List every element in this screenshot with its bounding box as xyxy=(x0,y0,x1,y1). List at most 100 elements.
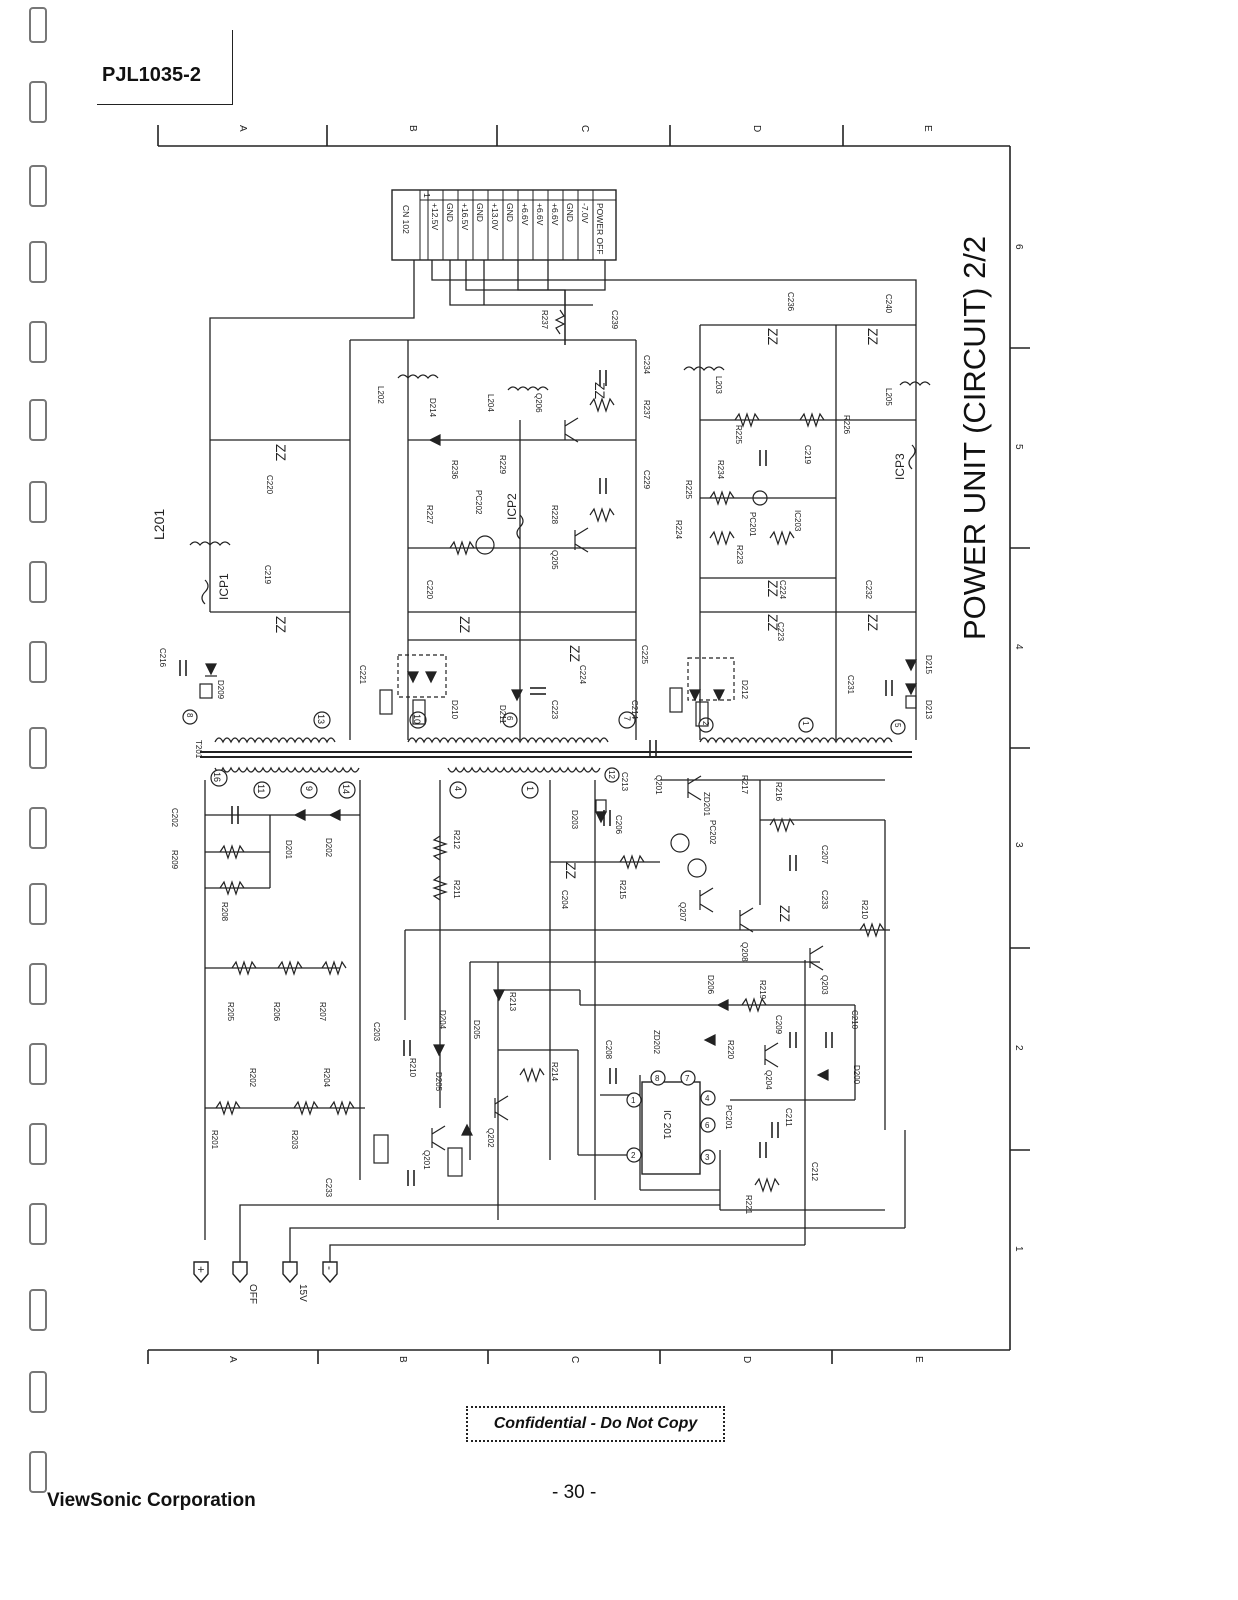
ic201: IC 201 1 2 3 6 4 7 8 xyxy=(626,1070,716,1175)
component-label: PC201 xyxy=(724,1105,733,1130)
svg-text:ZZ: ZZ xyxy=(567,645,583,663)
diagram-title: POWER UNIT (CIRCUIT) 2/2 xyxy=(957,236,992,640)
component-label: Q204 xyxy=(764,1070,773,1090)
component-label: ZD201 xyxy=(702,792,711,817)
component-label: Q205 xyxy=(550,550,559,570)
component-label: D202 xyxy=(324,838,333,858)
svg-text:ZZ: ZZ xyxy=(457,616,473,634)
component-label: C233 xyxy=(324,1178,333,1198)
component-label: C211 xyxy=(784,1108,793,1127)
component-label: C233 xyxy=(820,890,829,910)
component-label: L202 xyxy=(376,386,385,404)
pin-signal: GND xyxy=(445,203,455,222)
pin-signal: GND xyxy=(475,203,485,222)
svg-text:ZZ: ZZ xyxy=(273,616,289,634)
component-label: D211 xyxy=(498,705,507,724)
component-label: R224 xyxy=(674,520,683,540)
pin-signal: -7.0V xyxy=(580,203,590,224)
component-label: R207 xyxy=(318,1002,327,1022)
component-label: C213 xyxy=(620,772,629,792)
component-label: R221 xyxy=(744,1195,753,1215)
component-label: ICP2 xyxy=(505,493,519,520)
electrolytic-capacitor-symbols: ZZ ZZ ZZ ZZ ZZ ZZ ZZ ZZ ZZ ZZ ZZ ZZ xyxy=(273,328,881,923)
grid-col-label: B xyxy=(407,125,418,132)
ic-pin: 6 xyxy=(705,1121,710,1130)
terminal-plus-label: + xyxy=(194,1266,208,1273)
component-label: R208 xyxy=(220,902,229,922)
transformer-pin: 10 xyxy=(412,714,422,724)
component-label: C224 xyxy=(778,580,787,600)
grid-row-label: 6 xyxy=(1013,244,1024,250)
pin-signal: POWER OFF xyxy=(595,203,605,254)
component-label: L204 xyxy=(486,394,495,412)
component-label: R229 xyxy=(498,455,507,475)
drawing-frame xyxy=(147,125,1030,1364)
component-label: C223 xyxy=(776,622,785,642)
ic-pin: 4 xyxy=(705,1094,710,1103)
ic-pin: 1 xyxy=(631,1096,636,1105)
transformer-pin: 6 xyxy=(505,716,514,721)
transformer-pin: 8 xyxy=(185,713,194,718)
pin-signal: +16.5V xyxy=(460,203,470,231)
component-label: D214 xyxy=(428,398,437,418)
grid-col-label: E xyxy=(913,1356,924,1363)
component-label: R216 xyxy=(774,782,783,802)
component-label: D212 xyxy=(740,680,749,700)
component-label: R213 xyxy=(508,992,517,1012)
transformer-pin: 2 xyxy=(701,721,710,726)
pin-signal: +6.6V xyxy=(520,203,530,226)
pin-signal: +6.6V xyxy=(550,203,560,226)
grid-row-label: 4 xyxy=(1013,644,1024,650)
component-label: Q202 xyxy=(486,1128,495,1148)
output-terminals xyxy=(193,1261,338,1284)
component-label: R223 xyxy=(735,545,744,565)
component-labels: L201 ICP1 ICP2 ICP3 L202 L204 L203 L205 … xyxy=(151,292,933,1215)
component-label: PC202 xyxy=(708,820,717,845)
company-name: ViewSonic Corporation xyxy=(47,1490,256,1511)
grid-col-label: C xyxy=(579,125,590,132)
component-label: C225 xyxy=(640,645,649,665)
component-label: C210 xyxy=(850,1010,859,1030)
component-label: Q203 xyxy=(820,975,829,995)
grid-col-label: D xyxy=(751,125,762,132)
transformer-pin: 1 xyxy=(801,721,810,726)
component-label: R227 xyxy=(425,505,434,525)
component-label: D204 xyxy=(438,1010,447,1030)
component-label: C219 xyxy=(263,565,272,585)
component-label: R202 xyxy=(248,1068,257,1088)
component-label: D210 xyxy=(450,700,459,720)
transformer-pin: 4 xyxy=(453,786,463,791)
component-label: R225 xyxy=(684,480,693,500)
component-label: R212 xyxy=(452,830,461,850)
component-label: Q201 xyxy=(422,1150,431,1170)
svg-text:ZZ: ZZ xyxy=(765,614,781,632)
ferrite-bead-symbols xyxy=(199,683,917,1177)
grid-col-label: D xyxy=(741,1356,752,1363)
ic-pin: 7 xyxy=(685,1074,690,1083)
pin-signal: GND xyxy=(565,203,575,222)
inductor-symbols xyxy=(189,366,931,773)
component-label: C231 xyxy=(846,675,855,695)
transformer-pin: 1 xyxy=(525,786,535,791)
component-label: IC203 xyxy=(793,510,802,532)
model-code: PJL1035-2 xyxy=(102,64,201,86)
component-label: D209 xyxy=(216,680,225,700)
component-label: D201 xyxy=(284,840,293,860)
connector-cn102: CN 102 1 +12.5V GND +16.5V GND +13.0V GN… xyxy=(391,189,617,261)
pin-number: 1 xyxy=(422,193,432,198)
transformer-pins: 16 11 9 14 4 1 12 8 13 10 6 7 2 1 5 xyxy=(182,709,906,799)
pin-signal: +13.0V xyxy=(490,203,500,231)
component-label: D215 xyxy=(924,655,933,675)
component-label: C207 xyxy=(820,845,829,865)
component-label: D213 xyxy=(924,700,933,720)
component-label: C216 xyxy=(158,648,167,668)
component-label: ICP1 xyxy=(217,573,231,600)
component-label: R204 xyxy=(322,1068,331,1088)
component-label: PC202 xyxy=(474,490,483,515)
terminal-15v-label: 15V xyxy=(297,1284,308,1302)
component-label: C214 xyxy=(630,700,639,720)
component-label: D200 xyxy=(852,1065,861,1085)
grid-col-label: B xyxy=(397,1356,408,1363)
capacitor-symbols xyxy=(179,370,893,1186)
svg-text:ZZ: ZZ xyxy=(592,382,608,400)
